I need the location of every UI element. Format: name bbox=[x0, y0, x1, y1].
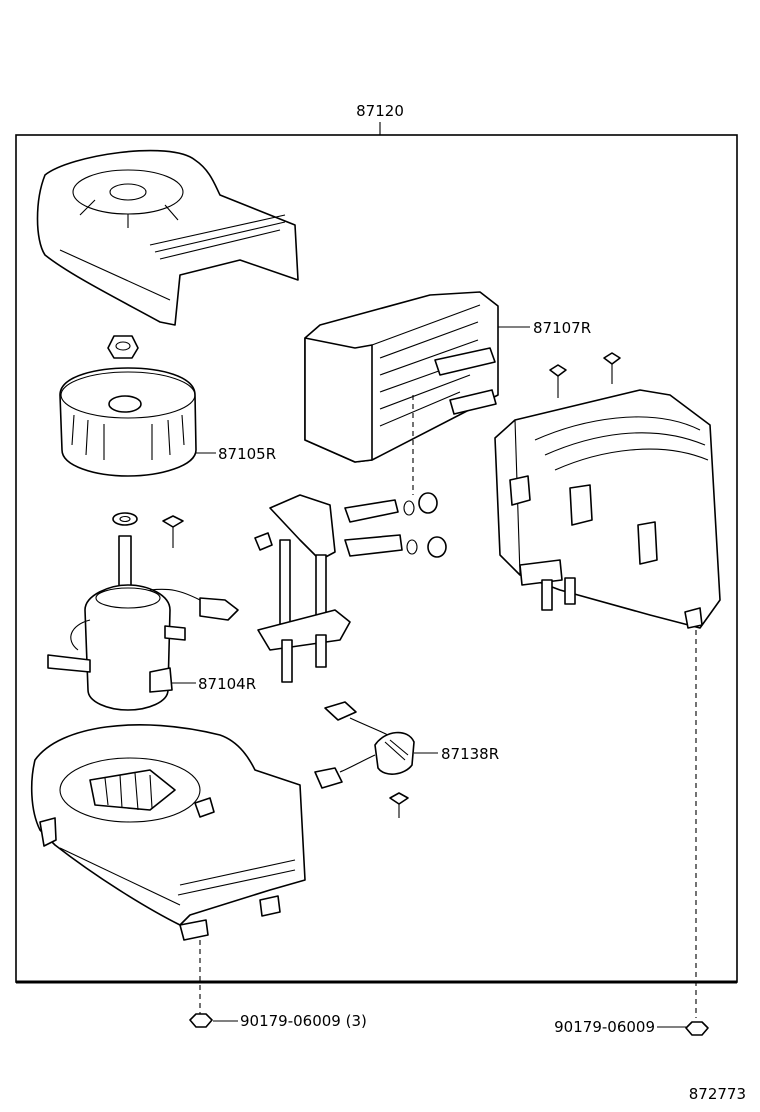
blower-motor bbox=[47, 535, 239, 711]
heater-core-callout-label: 87107R bbox=[533, 319, 591, 337]
resistor-screw bbox=[389, 792, 409, 818]
motor-washer bbox=[112, 512, 138, 526]
motor-screw bbox=[162, 515, 184, 548]
left-nut-callout-label: 90179-06009 (3) bbox=[240, 1012, 367, 1030]
left-flange-nut bbox=[189, 1013, 213, 1028]
right-flange-nut bbox=[685, 1021, 709, 1036]
fan-callout-label: 87105R bbox=[218, 445, 276, 463]
blower-fan bbox=[59, 367, 197, 477]
blower-resistor bbox=[314, 701, 415, 789]
water-pipe-assembly bbox=[254, 494, 403, 683]
case-screws bbox=[549, 352, 621, 398]
lower-blower-housing bbox=[30, 724, 306, 941]
assembly-part-number-label: 87120 bbox=[356, 102, 404, 120]
upper-blower-cover bbox=[36, 149, 299, 326]
diagram-code-label: 872773 bbox=[689, 1085, 746, 1103]
pipe-o-rings bbox=[403, 492, 447, 558]
resistor-callout-label: 87138R bbox=[441, 745, 499, 763]
fan-nut bbox=[107, 335, 139, 359]
motor-callout-label: 87104R bbox=[198, 675, 256, 693]
heater-core bbox=[304, 291, 499, 463]
right-nut-callout-label: 90179-06009 bbox=[554, 1018, 655, 1036]
heater-case bbox=[494, 389, 721, 629]
